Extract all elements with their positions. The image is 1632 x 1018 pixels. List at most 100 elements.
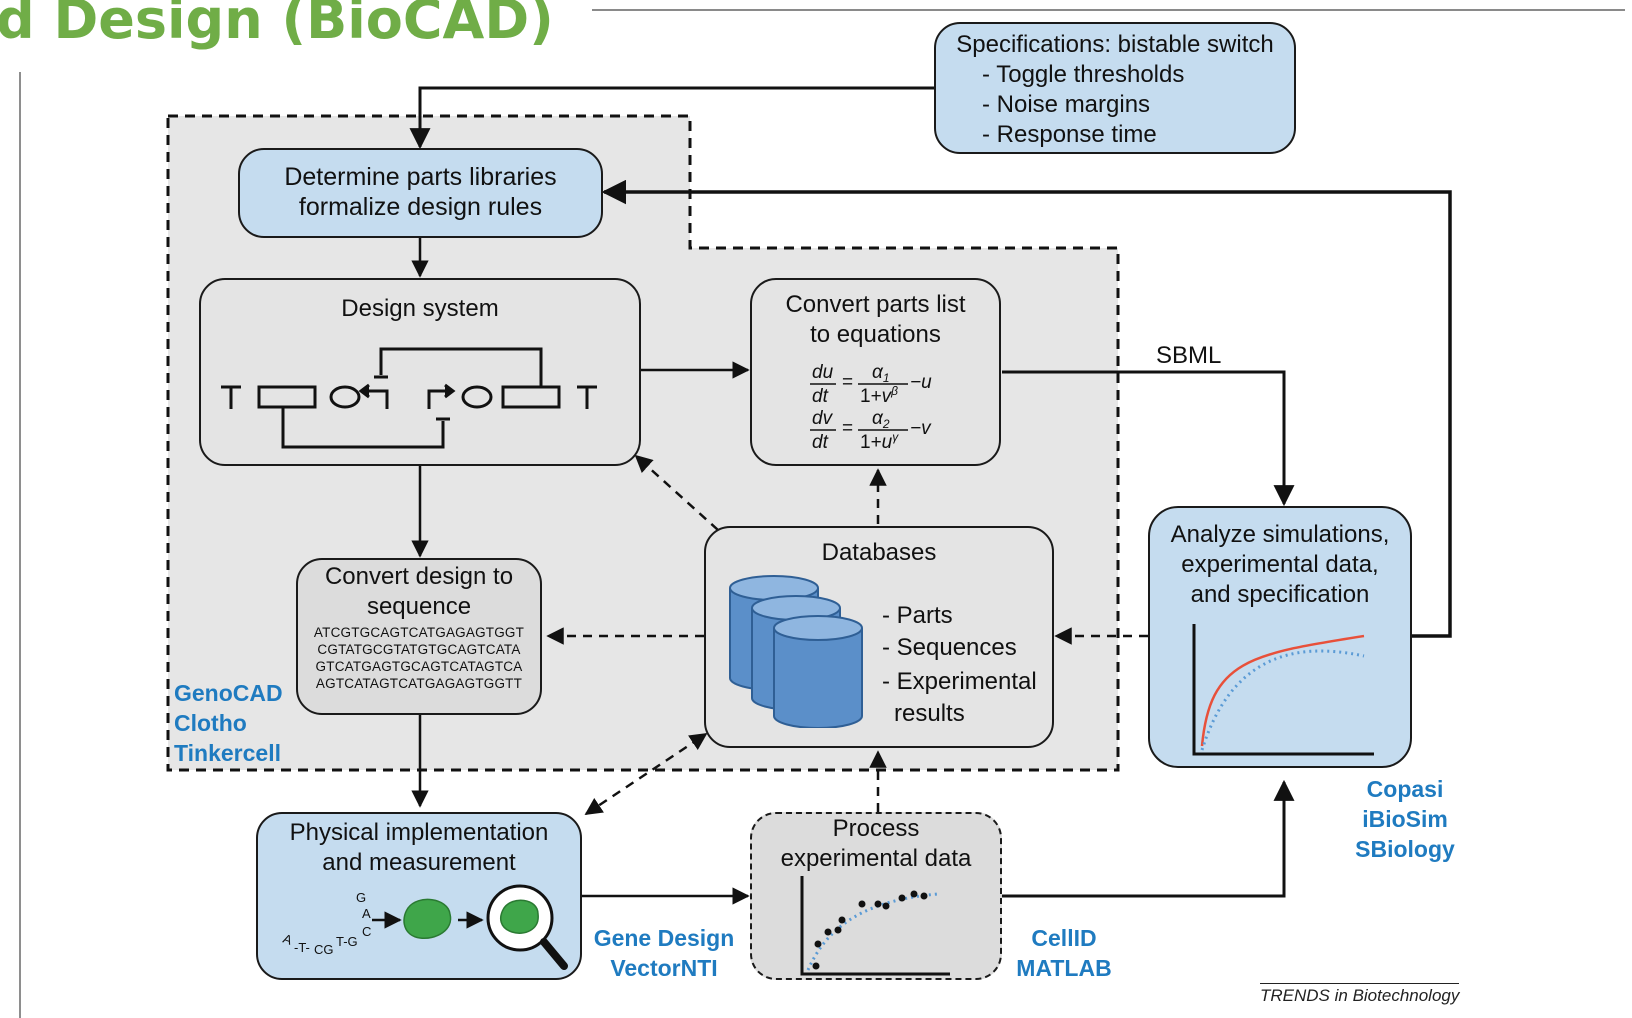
eq1-tail: −u	[910, 372, 932, 393]
dna-sequence-icon: A -T- CG T-G C A G	[281, 890, 371, 957]
svg-text:=: =	[842, 418, 853, 439]
ode-equations: du dt = α1 1+vβ −u dv dt = α2 1+uγ −v	[810, 362, 932, 453]
design-system-title: Design system	[341, 295, 499, 322]
convert-sequence-box: Convert design to sequence ATCGTGCAGTCAT…	[296, 558, 542, 715]
svg-text:=: =	[842, 372, 853, 393]
data-points	[812, 890, 928, 970]
arrow-equations-to-analyze	[1002, 370, 1295, 507]
databases-item: results	[894, 700, 965, 727]
promoter-left-icon	[363, 389, 389, 409]
process-line1: Process	[832, 815, 920, 842]
design-tools-label: GenoCAD Clotho Tinkercell	[174, 678, 283, 768]
svg-text:A: A	[281, 931, 295, 948]
analyze-box: Analyze simulations, experimental data, …	[1148, 506, 1412, 768]
eq1-lhs-den: dt	[812, 386, 829, 407]
specs-item: - Noise margins	[982, 91, 1151, 118]
simulation-curve	[1200, 634, 1365, 747]
tool-name: iBioSim	[1362, 806, 1448, 832]
rbs-icon	[329, 385, 361, 409]
physical-box: Physical implementation and measurement …	[256, 812, 582, 980]
dashed-arrow-physical-db	[584, 732, 708, 816]
sequence-line: CGTATGCGTATGTGCAGTCATA	[317, 642, 521, 657]
dashed-arrow-db-to-design	[634, 454, 719, 531]
tool-name: Gene Design	[593, 925, 735, 951]
svg-text:CG: CG	[314, 942, 334, 957]
convert-sequence-line2: sequence	[366, 593, 472, 620]
eq1-rhs-num: α1	[872, 362, 890, 385]
design-system-box: Design system	[199, 278, 641, 466]
eq1-rhs-den: 1+vβ	[860, 384, 898, 407]
svg-text:T-G: T-G	[336, 934, 358, 949]
process-box: Process experimental data	[750, 812, 1002, 980]
magnifier-icon	[486, 884, 568, 970]
repression-line-bottom	[281, 407, 445, 449]
specs-item: - Response time	[982, 121, 1157, 148]
analyze-line2: experimental data,	[1181, 551, 1379, 578]
equations-line1: Convert parts list	[785, 291, 966, 318]
tool-name: MATLAB	[1016, 955, 1112, 981]
database-icon	[729, 575, 863, 728]
specs-item: - Toggle thresholds	[982, 61, 1185, 88]
parts-libraries-line2: formalize design rules	[298, 193, 543, 221]
equations-line2: to equations	[810, 321, 941, 348]
parts-libraries-line1: Determine parts libraries	[284, 163, 557, 191]
equations-box: Convert parts list to equations du dt = …	[750, 278, 1001, 466]
tool-name: Clotho	[174, 710, 247, 736]
arrow-analyze-to-parts	[601, 179, 1452, 638]
cell-transformation-illustration: A -T- CG T-G C A G	[281, 884, 568, 970]
databases-box: Databases - Parts - Sequences - Experime…	[704, 526, 1054, 748]
gene-icon-2	[501, 385, 561, 409]
tool-name: Copasi	[1366, 776, 1444, 802]
svg-text:C: C	[362, 924, 371, 939]
specs-box: Specifications: bistable switch - Toggle…	[934, 22, 1296, 154]
databases-title: Databases	[821, 539, 937, 566]
cell-icon	[403, 898, 452, 939]
tool-name: GenoCAD	[174, 680, 283, 706]
analyze-line3: and specification	[1190, 581, 1370, 608]
terminator-icon-2	[577, 385, 597, 409]
gene-icon	[257, 385, 317, 409]
simulation-plot	[1192, 624, 1374, 756]
arrow-specs-to-parts	[409, 86, 935, 150]
physical-line1: Physical implementation	[289, 819, 549, 846]
databases-item: - Experimental	[882, 668, 1037, 695]
source-credit: TRENDS in Biotechnology	[1260, 983, 1460, 1006]
repression-line-top	[379, 347, 543, 387]
process-line2: experimental data	[780, 845, 972, 872]
svg-text:-T-: -T-	[294, 940, 310, 955]
sbml-label: SBML	[1156, 342, 1222, 369]
genetic-circuit-diagram	[221, 347, 597, 449]
convert-sequence-line1: Convert design to	[324, 563, 514, 590]
eq2-tail: −v	[910, 418, 932, 439]
sequence-line: ATCGTGCAGTCATGAGAGTGGT	[313, 625, 525, 640]
sequence-line: GTCATGAGTGCAGTCATAGTCA	[315, 659, 523, 674]
svg-text:A: A	[362, 906, 371, 921]
databases-item: - Parts	[882, 602, 953, 629]
sim-tools-label: Copasi iBioSim SBiology	[1340, 774, 1470, 864]
eq2-lhs-num: dv	[812, 408, 834, 429]
eq2-rhs-den: 1+uγ	[860, 430, 899, 453]
tool-name: SBiology	[1355, 836, 1455, 862]
plot-axes	[800, 876, 950, 976]
plot-axes	[1192, 624, 1374, 756]
analyze-line1: Analyze simulations,	[1170, 521, 1390, 548]
svg-text:G: G	[356, 890, 366, 905]
rbs-icon-2	[461, 385, 493, 409]
specs-title: Specifications: bistable switch	[956, 31, 1274, 58]
experimental-curve	[1200, 649, 1365, 751]
tool-name: VectorNTI	[610, 955, 718, 981]
slide-title: d Design (BioCAD)	[0, 0, 554, 51]
parts-libraries-box: Determine parts libraries formalize desi…	[238, 148, 603, 238]
experimental-plot	[800, 876, 950, 976]
eq2-lhs-den: dt	[812, 432, 829, 453]
physical-line2: and measurement	[322, 849, 516, 876]
seq-tools-label: Gene Design VectorNTI	[584, 923, 744, 983]
promoter-right-icon	[427, 389, 451, 409]
arrow-process-to-analyze	[1002, 779, 1295, 898]
database-cylinder-3	[773, 615, 863, 728]
tool-name: Tinkercell	[174, 740, 281, 766]
eq1-lhs-num: du	[812, 362, 834, 383]
sequence-line: AGTCATAGTCATGAGAGTGGTT	[315, 676, 523, 691]
databases-item: - Sequences	[882, 634, 1017, 661]
terminator-icon	[221, 385, 241, 409]
